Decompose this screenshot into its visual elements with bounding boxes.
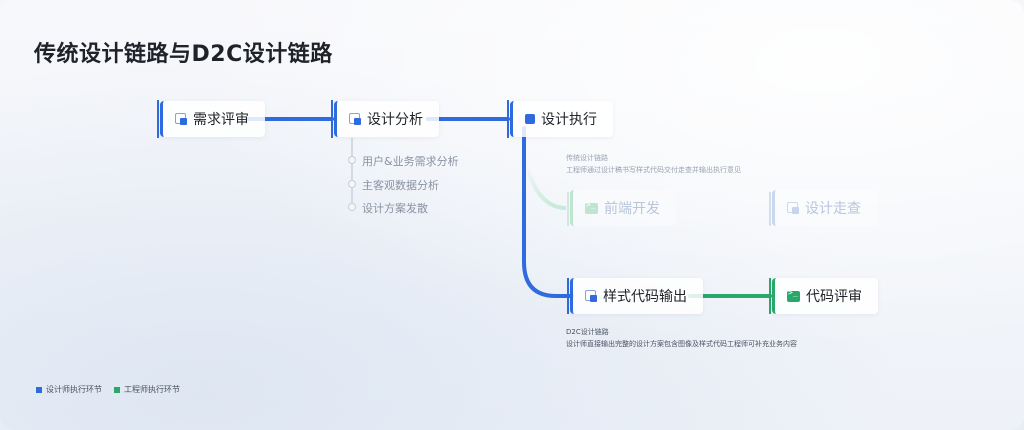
legend: 设计师执行环节 工程师执行环节	[36, 384, 192, 395]
legend-swatch-green	[114, 386, 120, 393]
traditional-note-title: 传统设计链路	[566, 154, 608, 162]
node-label: 样式代码输出	[603, 289, 687, 305]
legend-item-engineer: 工程师执行环节	[114, 384, 180, 395]
node-label: 前端开发	[604, 201, 660, 217]
step-dot	[348, 180, 356, 188]
step-dot	[348, 156, 356, 164]
node-label: 需求评审	[193, 112, 249, 128]
document-icon	[175, 113, 187, 125]
node-label: 设计分析	[367, 112, 423, 128]
analysis-step-1: 用户&业务需求分析	[362, 155, 459, 168]
node-code-review: 代码评审	[772, 278, 878, 314]
legend-label: 设计师执行环节	[46, 385, 102, 394]
wire-exec-to-style-output	[522, 126, 574, 298]
node-label: 设计走查	[805, 201, 861, 217]
node-requirement-review: 需求评审	[160, 101, 265, 137]
node-label: 代码评审	[806, 289, 862, 305]
node-design-walkthrough: 设计走查	[772, 190, 877, 226]
d2c-note-title: D2C设计链路	[566, 328, 609, 336]
square-icon	[525, 114, 535, 124]
node-design-execution: 设计执行	[510, 101, 613, 137]
node-design-analysis: 设计分析	[334, 101, 439, 137]
legend-swatch-blue	[36, 386, 42, 393]
legend-label: 工程师执行环节	[124, 385, 180, 394]
document-icon	[585, 290, 597, 302]
analysis-step-2: 主客观数据分析	[362, 179, 439, 192]
traditional-note-desc: 工程师通过设计稿书写样式代码交付走查并输出执行意见	[566, 166, 741, 174]
step-dot	[348, 203, 356, 211]
node-style-code-output: 样式代码输出	[570, 278, 703, 314]
terminal-icon	[787, 288, 800, 302]
legend-item-designer: 设计师执行环节	[36, 384, 102, 395]
analysis-step-3: 设计方案发散	[362, 202, 428, 215]
document-icon	[787, 202, 799, 214]
node-frontend-dev: 前端开发	[570, 190, 676, 226]
document-icon	[349, 113, 361, 125]
wire-exec-to-frontend-faded	[526, 169, 567, 210]
terminal-icon	[585, 200, 598, 214]
page-title: 传统设计链路与D2C设计链路	[34, 42, 333, 67]
node-label: 设计执行	[541, 112, 597, 128]
d2c-note-desc: 设计师直接输出完整的设计方案包含图像及样式代码工程师可补充业务内容	[566, 340, 797, 348]
